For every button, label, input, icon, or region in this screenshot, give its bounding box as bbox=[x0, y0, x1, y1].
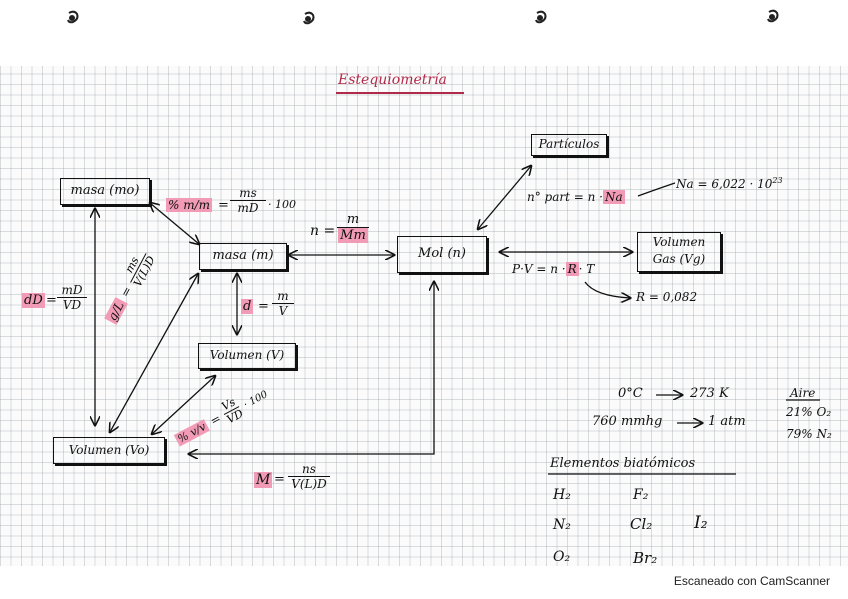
box-masa-m-label: masa (m) bbox=[212, 248, 274, 263]
page-title: Estequiometría bbox=[338, 72, 447, 88]
molarity-equals: = bbox=[274, 472, 285, 487]
density-label: d bbox=[241, 299, 254, 314]
n-formula-prefix: n = bbox=[310, 223, 336, 239]
element-h2: H₂ bbox=[553, 487, 571, 503]
box-volumen-vo: Volumen (Vo) bbox=[53, 437, 165, 464]
spiral-ring-icon bbox=[767, 9, 779, 23]
element-i2: I₂ bbox=[694, 513, 708, 533]
box-volumen-vo-label: Volumen (Vo) bbox=[68, 443, 150, 457]
density-equals: = bbox=[258, 299, 269, 314]
elementos-title: Elementos biatómicos bbox=[550, 456, 696, 471]
box-volumen-gas-label-2: Gas (Vg) bbox=[652, 252, 706, 266]
paper-top-margin bbox=[0, 0, 848, 66]
box-masa-mo: masa (mo) bbox=[60, 178, 150, 205]
box-volumen-gas: Volumen Gas (Vg) bbox=[637, 232, 721, 272]
box-mol-label: Mol (n) bbox=[418, 246, 466, 261]
pct-mm-equals: = bbox=[218, 198, 229, 213]
pct-mm-times-100: · 100 bbox=[268, 198, 296, 211]
box-masa-mo-label: masa (mo) bbox=[70, 183, 140, 198]
box-particulas-label: Partículos bbox=[538, 137, 600, 151]
particles-formula: n° part = n ·Na bbox=[527, 190, 625, 204]
paper-bottom-margin bbox=[0, 566, 848, 599]
aire-n2: 79% N₂ bbox=[786, 427, 832, 441]
ideal-gas-formula: P·V = n ·R· T bbox=[512, 262, 595, 276]
spiral-ring-icon bbox=[535, 10, 547, 24]
aire-title: Aire bbox=[790, 386, 816, 400]
conversion-273k: 273 K bbox=[690, 386, 729, 401]
element-br2: Br₂ bbox=[633, 549, 658, 567]
title-underline bbox=[336, 92, 464, 94]
dd-label: dD bbox=[22, 293, 45, 308]
conversion-1atm: 1 atm bbox=[708, 414, 746, 429]
avogadro-value: Na = 6,022 · 1023 bbox=[676, 176, 783, 191]
spiral-ring-icon bbox=[303, 11, 315, 25]
element-cl2: Cl₂ bbox=[630, 515, 653, 533]
pct-mm-label: % m/m bbox=[166, 198, 213, 212]
dd-equals: = bbox=[46, 293, 57, 308]
box-masa-m: masa (m) bbox=[199, 243, 287, 270]
element-n2: N₂ bbox=[553, 517, 571, 533]
element-f2: F₂ bbox=[633, 487, 649, 503]
spiral-ring-icon bbox=[67, 10, 79, 24]
molarity-label: M bbox=[254, 472, 273, 488]
r-constant-value: R = 0,082 bbox=[636, 290, 698, 304]
box-particulas: Partículos bbox=[531, 134, 607, 156]
box-volumen-v-label: Volumen (V) bbox=[209, 348, 285, 362]
aire-o2: 21% O₂ bbox=[786, 405, 832, 419]
conversion-760mmhg: 760 mmhg bbox=[592, 414, 663, 429]
box-volumen-gas-label-1: Volumen bbox=[652, 235, 706, 249]
conversion-0c: 0°C bbox=[618, 386, 643, 401]
scanner-watermark: Escaneado con CamScanner bbox=[673, 574, 830, 588]
element-o2: O₂ bbox=[553, 549, 571, 565]
box-mol: Mol (n) bbox=[397, 236, 487, 273]
box-volumen-v: Volumen (V) bbox=[198, 343, 296, 369]
